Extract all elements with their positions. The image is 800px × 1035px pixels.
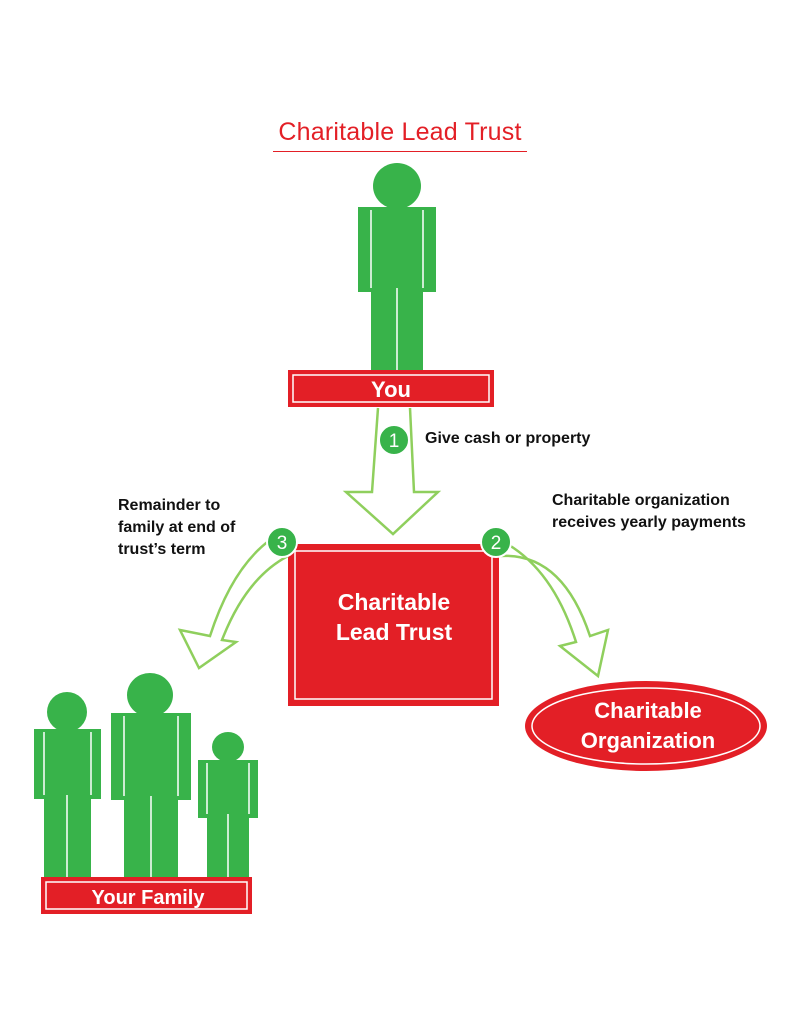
trust-label-line2: Lead Trust [336, 619, 453, 645]
you-person-lines [370, 210, 424, 370]
family-person-center-icon [111, 673, 191, 877]
family-person-right-icon [198, 732, 258, 877]
step-2-badge: 2 [480, 526, 512, 558]
you-label-box: You [288, 370, 494, 407]
arrow-payments [499, 538, 610, 679]
organization-label-line2: Organization [581, 728, 715, 753]
organization-label-line1: Charitable [594, 698, 702, 723]
charitable-lead-trust-box: Charitable Lead Trust [288, 544, 499, 706]
arrow-give [342, 407, 442, 536]
step-1-badge: 1 [378, 424, 410, 456]
step-1-text: Give cash or property [425, 430, 591, 447]
trust-label-line1: Charitable [338, 589, 450, 615]
diagram-title: Charitable Lead Trust [273, 118, 527, 152]
family-label-box: Your Family [41, 877, 252, 914]
svg-text:2: 2 [491, 533, 502, 554]
step-2-text: Charitable organization receives yearly … [552, 492, 746, 531]
charitable-organization-ellipse: Charitable Organization [525, 681, 767, 771]
svg-text:1: 1 [389, 431, 400, 452]
family-label: Your Family [92, 887, 206, 909]
arrow-remainder [177, 538, 289, 670]
step-3-text: Remainder to family at end of trust’s te… [118, 497, 236, 558]
you-label: You [371, 377, 411, 402]
step-3-badge: 3 [266, 526, 298, 558]
family-person-left-icon [34, 692, 101, 877]
svg-text:3: 3 [277, 533, 288, 554]
